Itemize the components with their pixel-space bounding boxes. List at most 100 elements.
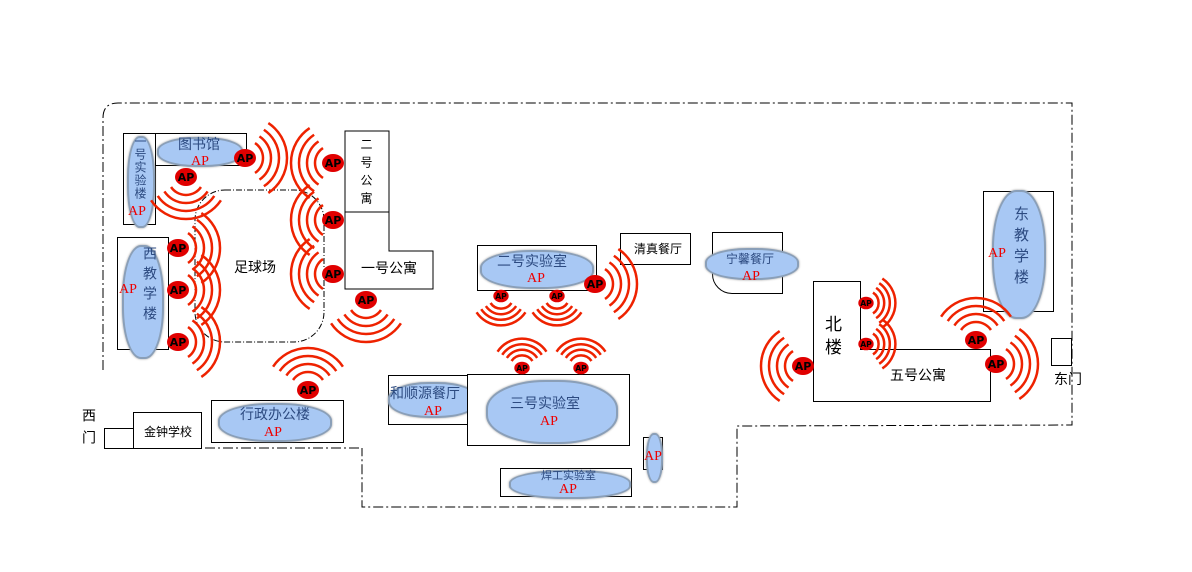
wifi-wave [940, 296, 1012, 318]
apt-building-outline [344, 130, 434, 290]
wifi-wave [272, 346, 344, 368]
wifi-wave [1018, 328, 1040, 400]
wifi-wave [767, 336, 785, 396]
access-point: AP [940, 296, 1012, 349]
west-teaching-cloud [122, 245, 164, 359]
access-point: AP [475, 289, 527, 327]
ap-marker-label: AP [495, 292, 507, 301]
ap-marker-icon [322, 265, 344, 283]
admin-ap: AP [264, 425, 282, 440]
jinzhong-label: 金钟学校 [144, 425, 193, 439]
access-point: AP [759, 330, 814, 402]
wifi-wave [156, 195, 216, 213]
wifi-wave [313, 146, 324, 180]
wifi-wave [505, 348, 539, 359]
ap-marker-icon [175, 168, 197, 186]
east-teaching-cloud [992, 190, 1046, 319]
wifi-wave [169, 186, 203, 197]
apt2-label: 二号公寓 [359, 138, 373, 210]
ap-marker-icon [322, 211, 344, 229]
wifi-wave [608, 261, 623, 307]
wifi-wave [489, 302, 513, 310]
wifi-wave [191, 319, 206, 365]
access-point: AP [272, 346, 344, 399]
ningxin-label: 宁馨餐厅 [726, 252, 775, 266]
wifi-wave [1014, 334, 1032, 394]
campus-boundary [102, 102, 1073, 508]
wifi-wave [289, 238, 311, 310]
north-label: 北楼 [821, 315, 841, 361]
west-gate-label: 西门 [80, 408, 96, 452]
wifi-wave [187, 325, 198, 359]
ningxin-cloud [705, 248, 799, 280]
small-ap-cloud [646, 433, 663, 483]
wifi-wave [484, 305, 518, 316]
access-point: AP [234, 122, 289, 194]
wifi-wave [285, 362, 331, 377]
access-point: AP [985, 328, 1040, 400]
ap-marker-label: AP [300, 384, 317, 397]
wifi-wave [278, 354, 338, 372]
east-teaching-ap: AP [988, 246, 1006, 261]
access-point: AP [858, 318, 897, 370]
wifi-wave [187, 273, 198, 307]
wifi-wave [305, 140, 320, 186]
wifi-wave [191, 225, 206, 271]
lab2-cloud [480, 250, 594, 289]
wifi-wave [200, 306, 222, 378]
ap-marker-label: AP [988, 358, 1005, 371]
access-point: AP [289, 127, 344, 199]
ap-marker-icon [493, 289, 509, 303]
jinzhong-building [133, 412, 202, 449]
wifi-wave [1009, 341, 1024, 387]
wifi-wave [959, 320, 993, 331]
wifi-wave [536, 308, 578, 322]
ap-marker-label: AP [795, 360, 812, 373]
access-point: AP [167, 212, 222, 284]
halal-building [620, 233, 691, 265]
lab2-label: 二号实验室 [497, 254, 567, 270]
wifi-wave [305, 251, 320, 297]
welding-ap: AP [559, 482, 577, 497]
access-point: AP [584, 248, 639, 320]
wifi-wave [783, 349, 794, 383]
ap-marker-label: AP [170, 336, 187, 349]
wifi-wave [289, 184, 311, 256]
access-point: AP [555, 337, 607, 375]
wifi-wave [501, 342, 543, 356]
wifi-wave [759, 330, 781, 402]
wifi-wave [480, 308, 522, 322]
ap-marker-icon [514, 361, 530, 375]
wifi-wave [191, 267, 206, 313]
wifi-wave [569, 354, 593, 362]
wifi-wave [604, 267, 615, 301]
lab1-ap: AP [128, 204, 146, 219]
wifi-wave [336, 318, 396, 336]
wifi-wave [540, 305, 574, 316]
wifi-wave [475, 311, 527, 327]
ap-marker-icon [573, 361, 589, 375]
access-point: AP [496, 337, 548, 375]
ap-marker-label: AP [358, 294, 375, 307]
wifi-wave [545, 302, 569, 310]
wifi-wave [349, 309, 383, 320]
wifi-wave [200, 254, 222, 326]
lab2-ap: AP [527, 271, 545, 286]
halal-label: 清真餐厅 [634, 242, 683, 256]
access-point: AP [531, 289, 583, 327]
welding-label: 焊工实验室 [541, 469, 596, 482]
lab1-cloud [127, 136, 155, 228]
welding-cloud [509, 470, 631, 499]
wifi-wave [291, 370, 325, 381]
access-point: AP [167, 306, 222, 378]
ap-marker-label: AP [551, 292, 563, 301]
ap-marker-icon [167, 239, 189, 257]
wifi-wave [313, 257, 324, 291]
wifi-wave [313, 203, 324, 237]
access-point: AP [289, 184, 344, 256]
wifi-wave [187, 231, 198, 265]
wifi-wave [555, 337, 607, 353]
wifi-wave [496, 337, 548, 353]
